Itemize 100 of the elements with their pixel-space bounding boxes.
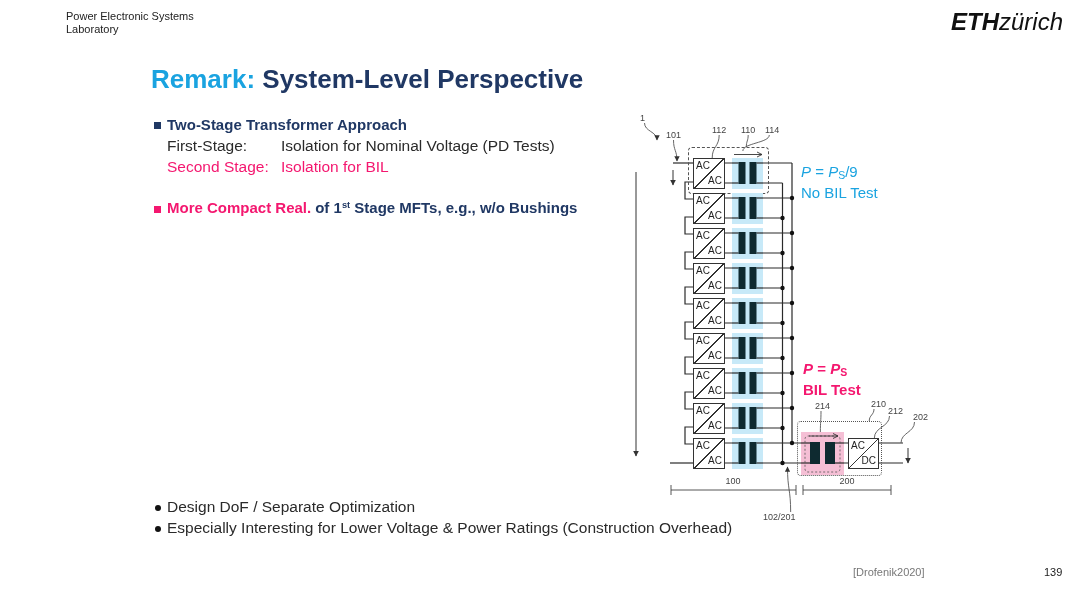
converter-label: AC <box>696 196 710 206</box>
lab-name: Power Electronic Systems Laboratory <box>66 10 195 36</box>
wire <box>724 372 733 394</box>
reference-numeral: 110 <box>741 125 756 135</box>
wire <box>762 302 781 324</box>
converter-label: AC <box>708 246 722 256</box>
leader-line <box>868 408 875 422</box>
transformer-symbol <box>732 193 763 224</box>
row-label: Second Stage: <box>167 158 269 176</box>
wire <box>672 162 694 164</box>
wire <box>724 407 733 429</box>
converter-label: AC <box>708 211 722 221</box>
wire <box>762 442 781 464</box>
university-name: ETHzürich <box>950 8 1063 36</box>
converter-label: AC <box>696 161 710 171</box>
wire <box>724 442 733 464</box>
converter-label: AC <box>696 336 710 346</box>
wire <box>724 337 733 359</box>
converter-box <box>693 158 725 189</box>
converter-label: AC <box>696 406 710 416</box>
wire <box>843 442 849 464</box>
converter-box <box>693 403 725 434</box>
bullet-text: of 1$^{st}$ Stage MFTs, e.g., w/o Bushings <box>315 199 578 217</box>
bus-bar <box>780 160 795 467</box>
wire <box>724 302 733 324</box>
converter-label: AC <box>708 176 722 186</box>
bullet-text: Especially Interesting for Lower Voltage & Power Ratings (Construction Overhead) <box>167 519 733 537</box>
wire <box>684 181 694 200</box>
converter-label: AC <box>708 386 722 396</box>
converter-box <box>693 193 725 224</box>
bullet-heading: Two-Stage Transformer Approach <box>167 116 408 134</box>
wire <box>724 197 733 219</box>
converter-label: AC <box>851 441 865 451</box>
transformer-symbol <box>732 438 763 469</box>
wire <box>762 407 781 429</box>
wire <box>684 321 694 340</box>
wire <box>684 286 694 305</box>
leader-line <box>900 421 915 444</box>
reference-numeral: 202 <box>913 412 929 422</box>
converter-box <box>693 333 725 364</box>
converter-label: AC <box>708 351 722 361</box>
converter-box <box>693 228 725 259</box>
converter-label: AC <box>696 371 710 381</box>
wire <box>762 162 781 184</box>
converter-label: AC <box>708 456 722 466</box>
citation: [Drofenik2020] <box>853 566 925 579</box>
reference-numeral: 112 <box>712 125 727 135</box>
wire <box>684 356 694 375</box>
converter-box <box>693 438 725 469</box>
reference-numeral: 1 <box>640 113 645 123</box>
wire <box>762 267 781 289</box>
wire <box>669 462 694 464</box>
transformer-symbol <box>732 368 763 399</box>
wire <box>762 232 781 254</box>
converter-label: AC <box>708 281 722 291</box>
highlight-text: More Compact Real. <box>167 199 312 217</box>
transformer-symbol <box>732 333 763 364</box>
wire <box>762 197 781 219</box>
leader-line <box>819 410 822 433</box>
row-text: Isolation for BIL <box>281 158 389 176</box>
wire <box>684 216 694 235</box>
annotation-text: No BIL Test <box>801 184 878 202</box>
transformer-symbol <box>801 432 844 475</box>
transformer-symbol <box>732 263 763 294</box>
reference-numeral: 212 <box>888 406 904 416</box>
transformer-symbol <box>732 298 763 329</box>
row-text: Isolation for Nominal Voltage (PD Tests) <box>281 137 555 155</box>
reference-numeral: 210 <box>871 399 887 409</box>
converter-box <box>693 263 725 294</box>
transformer-symbol <box>732 403 763 434</box>
wire <box>794 442 802 464</box>
wire <box>762 337 781 359</box>
bullet-text: Design DoF / Separate Optimization <box>167 498 416 516</box>
wire <box>724 267 733 289</box>
wire <box>878 442 904 464</box>
dimension-value: 200 <box>839 476 855 487</box>
converter-box <box>693 298 725 329</box>
converter-box <box>693 368 725 399</box>
wire <box>724 162 733 184</box>
converter-label: AC <box>696 231 710 241</box>
module-outline <box>688 147 769 194</box>
power-formula: P = P$_{S}$/9 <box>801 163 858 181</box>
converter-label: AC <box>708 316 722 326</box>
reference-numeral: 214 <box>815 401 831 411</box>
slide-title: Remark: System-Level Perspective <box>151 65 584 95</box>
reference-numeral: 102/201 <box>763 512 796 522</box>
converter-label: AC <box>696 441 710 451</box>
converter-label: AC <box>708 421 722 431</box>
wire <box>684 391 694 410</box>
row-label: First-Stage: <box>167 137 248 155</box>
wire <box>684 251 694 270</box>
leader-line <box>873 415 890 439</box>
transformer-symbol <box>732 151 763 189</box>
dimension-value: 100 <box>725 476 741 487</box>
converter-label: AC <box>696 301 710 311</box>
leader-line <box>742 134 770 152</box>
leader-line <box>711 134 720 159</box>
wire <box>724 232 733 254</box>
converter-box <box>848 438 879 469</box>
power-formula: P = P$_{S}$ <box>803 360 848 378</box>
